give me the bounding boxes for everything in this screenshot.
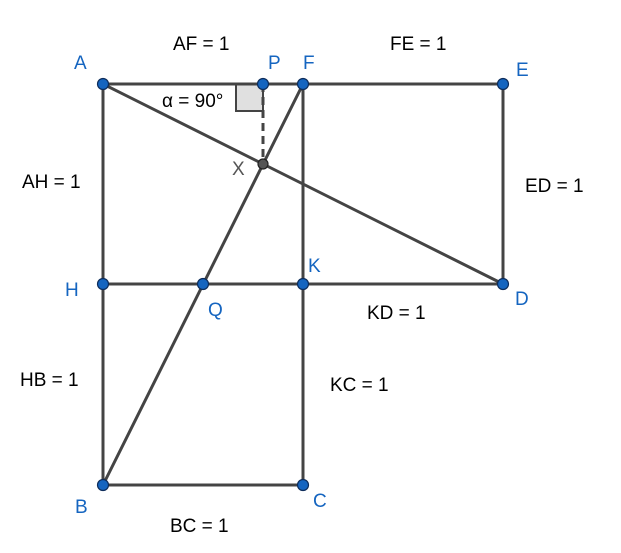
length-ED: ED = 1 — [525, 176, 584, 197]
length-BC: BC = 1 — [170, 516, 229, 537]
segment-AD — [101, 82, 505, 286]
point-D[interactable] — [496, 277, 510, 291]
point-E[interactable] — [496, 77, 510, 91]
label-Q: Q — [208, 300, 223, 321]
label-F: F — [303, 53, 315, 74]
length-HB: HB = 1 — [20, 370, 79, 391]
right-angle-marker — [235, 83, 264, 112]
point-B[interactable] — [96, 478, 110, 492]
point-X[interactable] — [257, 158, 269, 170]
length-AH: AH = 1 — [22, 172, 81, 193]
angle-label: α = 90° — [162, 91, 223, 112]
length-KD: KD = 1 — [367, 303, 426, 324]
length-AF: AF = 1 — [173, 34, 230, 55]
point-K[interactable] — [296, 277, 310, 291]
label-D: D — [515, 289, 529, 310]
length-FE: FE = 1 — [390, 34, 447, 55]
length-KC: KC = 1 — [330, 375, 389, 396]
label-H: H — [65, 280, 79, 301]
point-Q[interactable] — [196, 277, 210, 291]
point-H[interactable] — [96, 277, 110, 291]
label-B: B — [75, 497, 88, 518]
point-C[interactable] — [296, 478, 310, 492]
label-C: C — [313, 491, 327, 512]
point-P[interactable] — [256, 77, 270, 91]
label-X: X — [232, 159, 245, 180]
label-P: P — [268, 53, 281, 74]
label-E: E — [516, 60, 529, 81]
label-A: A — [74, 53, 87, 74]
point-A[interactable] — [96, 77, 110, 91]
point-F[interactable] — [296, 77, 310, 91]
label-K: K — [308, 256, 321, 277]
